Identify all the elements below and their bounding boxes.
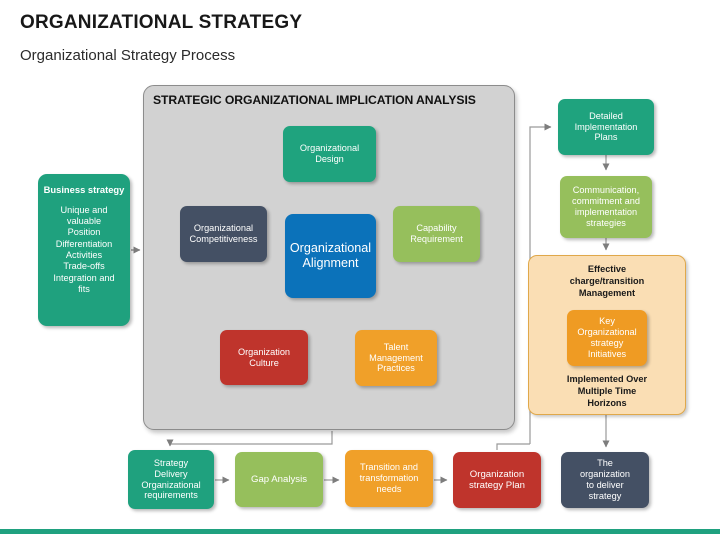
node-organization-strategy-plan[interactable]: Organization strategy Plan (453, 452, 541, 508)
node-communication-strategies[interactable]: Communication, commitment and implementa… (560, 176, 652, 238)
node-key-organizational-strategy-initiatives[interactable]: Key Organizational strategy Initiatives (567, 310, 647, 366)
node-communication-strategies-label: Communication, commitment and implementa… (572, 185, 640, 228)
change-management-footer: Implemented Over Multiple Time Horizons (566, 374, 648, 408)
node-talent-management-practices[interactable]: Talent Management Practices (355, 330, 437, 386)
node-organization-to-deliver-strategy[interactable]: The organization to deliver strategy (561, 452, 649, 508)
page-title: ORGANIZATIONAL STRATEGY (20, 12, 303, 33)
node-gap-analysis-label: Gap Analysis (251, 473, 307, 485)
node-organization-to-deliver-strategy-label: The organization to deliver strategy (579, 458, 631, 501)
arrow-panel-to-strategy-delivery (166, 431, 333, 447)
arrow-down-to-org-strategy-plan (496, 443, 530, 450)
node-detailed-implementation-plans[interactable]: Detailed Implementation Plans (558, 99, 654, 155)
node-capability-requirement-label: Capability Requirement (410, 223, 463, 244)
node-strategy-delivery-requirements-label: Strategy Delivery Organizational require… (141, 457, 201, 501)
node-key-organizational-strategy-initiatives-label: Key Organizational strategy Initiatives (577, 316, 637, 359)
node-organizational-design-label: Organizational Design (299, 143, 360, 164)
node-organizational-alignment[interactable]: Organizational Alignment (285, 214, 376, 298)
panel-change-management: Effective charge/transition Management I… (528, 255, 686, 415)
node-organizational-design[interactable]: Organizational Design (283, 126, 376, 182)
bottom-accent-bar (0, 529, 720, 534)
node-capability-requirement[interactable]: Capability Requirement (393, 206, 480, 262)
business-strategy-heading: Business strategy (43, 184, 125, 195)
node-transition-transformation-needs-label: Transition and transformation needs (359, 462, 419, 494)
node-business-strategy[interactable]: Business strategy Unique and valuable Po… (38, 174, 130, 326)
node-talent-management-practices-label: Talent Management Practices (369, 341, 423, 374)
node-organizational-alignment-label: Organizational Alignment (289, 241, 372, 270)
node-detailed-implementation-plans-label: Detailed Implementation Plans (574, 110, 638, 143)
page-subtitle: Organizational Strategy Process (20, 47, 236, 64)
node-organization-culture[interactable]: Organization Culture (220, 330, 308, 385)
node-transition-transformation-needs[interactable]: Transition and transformation needs (345, 450, 433, 507)
node-organizational-competitiveness[interactable]: Organizational Competitiveness (180, 206, 267, 262)
node-organizational-competitiveness-label: Organizational Competitiveness (189, 223, 258, 244)
analysis-panel-title: STRATEGIC ORGANIZATIONAL IMPLICATION ANA… (153, 93, 476, 107)
business-strategy-items: Unique and valuable Position Differentia… (53, 204, 115, 294)
node-strategy-delivery-requirements[interactable]: Strategy Delivery Organizational require… (128, 450, 214, 509)
node-organization-culture-label: Organization Culture (237, 346, 291, 368)
node-organization-strategy-plan-label: Organization strategy Plan (469, 468, 525, 491)
node-gap-analysis[interactable]: Gap Analysis (235, 452, 323, 507)
change-management-title: Effective charge/transition Management (569, 264, 645, 298)
